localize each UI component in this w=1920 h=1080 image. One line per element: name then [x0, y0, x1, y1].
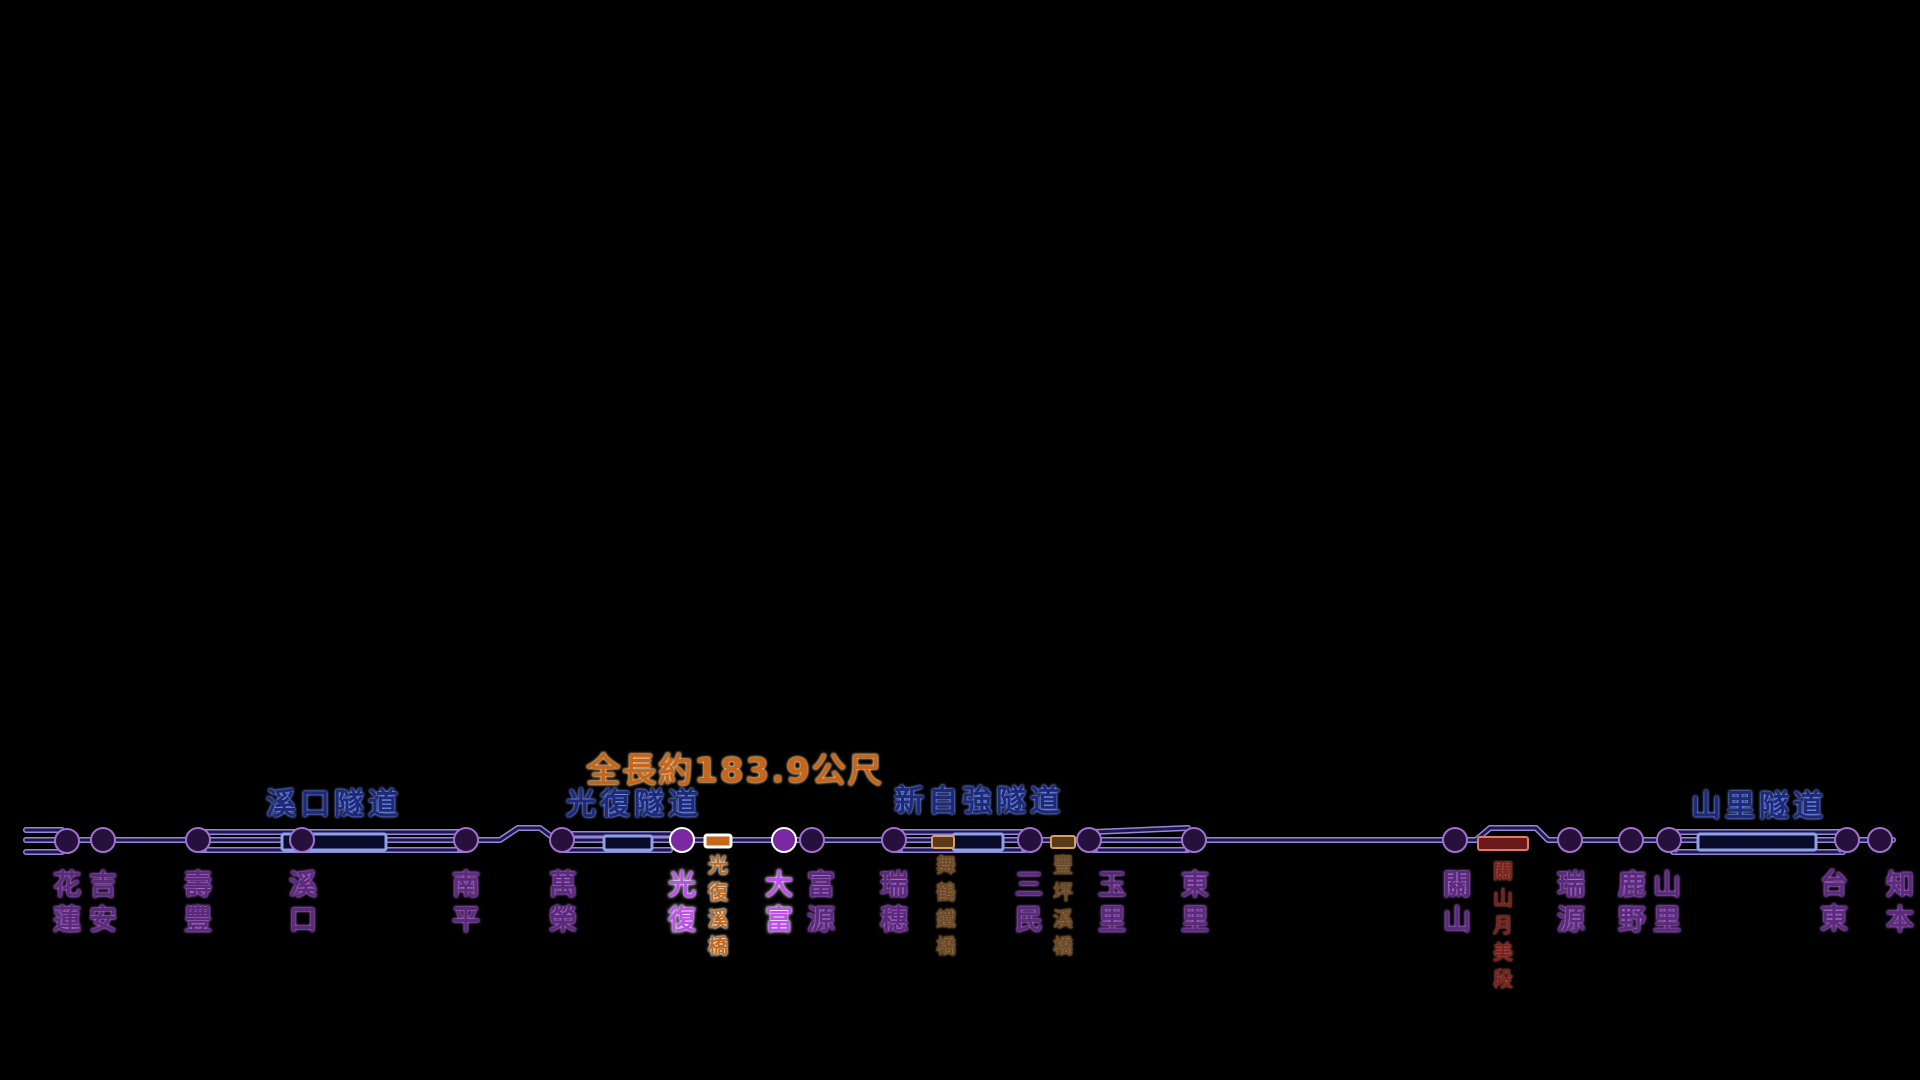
station-marker-sanmin	[1017, 827, 1043, 853]
station-label: 花 蓮	[52, 868, 82, 936]
station-label: 萬 榮	[548, 868, 578, 936]
tunnel-box-shanli	[1696, 832, 1818, 852]
bridge-boxes	[703, 833, 1529, 851]
tunnel-label-guangfu: 光復隧道	[566, 787, 702, 822]
station-label: 關 山	[1442, 868, 1472, 936]
station-marker-wanrong	[549, 827, 575, 853]
station-label: 光 復	[667, 868, 697, 936]
section-box-guanshan-yuemei	[1477, 836, 1529, 851]
station-marker-dafu	[771, 827, 797, 853]
station-label: 三 民	[1014, 868, 1044, 936]
station-label: 瑞 穗	[879, 868, 909, 936]
station-markers	[54, 827, 1893, 854]
station-marker-zhiben	[1867, 827, 1893, 853]
bridge-box-guangfu-creek	[703, 833, 733, 849]
tunnel-label-xinziqiang: 新自強隧道	[894, 784, 1064, 819]
station-marker-hualien	[54, 828, 80, 854]
station-marker-jian	[90, 827, 116, 853]
tunnel-label-xikou: 溪口隧道	[266, 787, 402, 822]
station-marker-guangfu	[669, 827, 695, 853]
station-label: 山 里	[1652, 868, 1682, 936]
station-marker-ruisui	[881, 827, 907, 853]
station-marker-shoufeng	[185, 827, 211, 853]
bridge-box-fengping-creek	[1050, 835, 1076, 849]
station-label: 吉 安	[88, 868, 118, 936]
station-marker-nanping	[453, 827, 479, 853]
total-length-label: 全長約183.9公尺	[586, 751, 884, 791]
station-label: 南 平	[451, 868, 481, 936]
bridge-label: 舞 鶴 鐵 橋	[936, 853, 956, 958]
station-marker-ruiyuan	[1557, 827, 1583, 853]
station-label: 瑞 源	[1556, 868, 1586, 936]
station-label: 鹿 野	[1617, 868, 1647, 936]
station-label: 溪 口	[288, 868, 318, 936]
station-label: 大 富	[764, 868, 794, 936]
station-label: 東 里	[1180, 868, 1210, 936]
station-marker-fuyuan	[799, 827, 825, 853]
bridge-box-wuhe	[931, 835, 955, 849]
station-marker-shanli	[1656, 827, 1682, 853]
station-label: 富 源	[806, 868, 836, 936]
tunnel-label-shanli: 山里隧道	[1691, 789, 1827, 824]
tunnel-box-guangfu	[602, 834, 654, 852]
station-marker-guanshan	[1442, 827, 1468, 853]
section-label: 關 山 月 美 段	[1493, 859, 1513, 991]
station-marker-xikou	[289, 827, 315, 853]
station-marker-yuli	[1076, 827, 1102, 853]
bridge-label: 豐 坪 溪 橋	[1053, 853, 1073, 958]
station-marker-luye	[1618, 827, 1644, 853]
station-label: 壽 豐	[183, 868, 213, 936]
station-label: 台 東	[1819, 867, 1849, 935]
tunnel-box-xinziqiang	[951, 832, 1005, 852]
station-label: 玉 里	[1097, 868, 1127, 936]
station-marker-dongli	[1181, 827, 1207, 853]
station-marker-taitung	[1834, 827, 1860, 853]
station-label: 知 本	[1885, 868, 1915, 936]
bridge-label: 光 復 溪 橋	[708, 853, 728, 958]
